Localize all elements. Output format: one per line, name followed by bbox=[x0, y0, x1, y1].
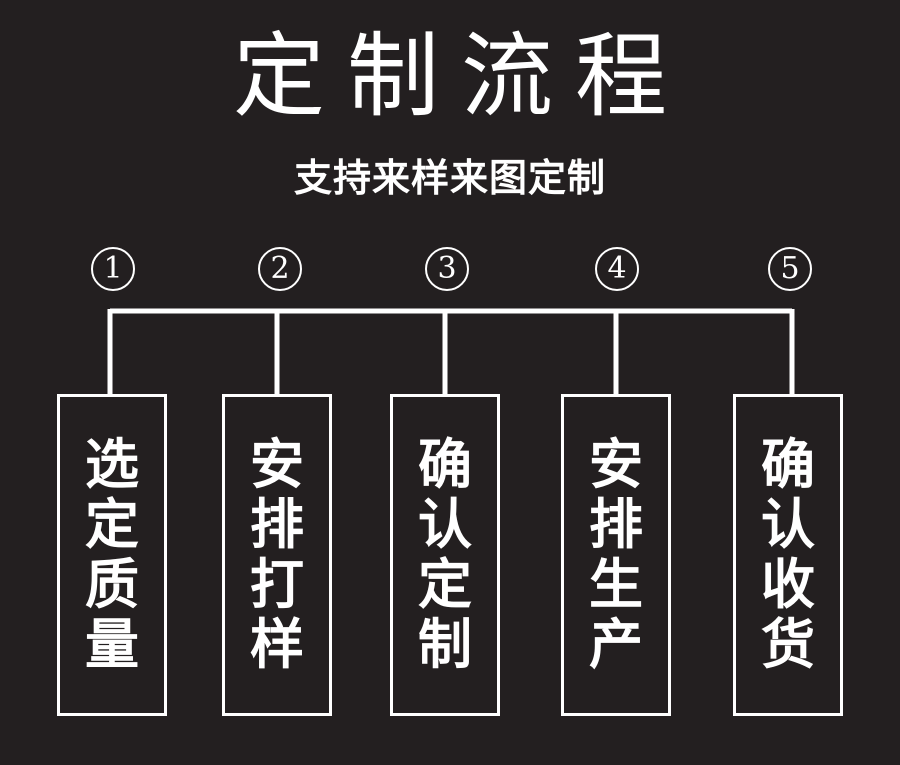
step-label-1: 选定质量 bbox=[85, 433, 139, 676]
step-number-4: 4 bbox=[595, 247, 639, 291]
step-box-2: 安排打样 bbox=[222, 394, 332, 716]
step-box-3: 确认定制 bbox=[390, 394, 500, 716]
step-label-3: 确认定制 bbox=[418, 433, 472, 676]
step-box-5: 确认收货 bbox=[733, 394, 843, 716]
step-box-1: 选定质量 bbox=[57, 394, 167, 716]
step-number-3: 3 bbox=[425, 247, 469, 291]
step-number-1: 1 bbox=[91, 247, 135, 291]
step-label-2: 安排打样 bbox=[250, 433, 304, 676]
step-label-5: 确认收货 bbox=[761, 433, 815, 676]
page-title: 定制流程 bbox=[232, 23, 689, 130]
step-number-5: 5 bbox=[768, 247, 812, 291]
page-subtitle: 支持来样来图定制 bbox=[293, 156, 606, 200]
step-box-4: 安排生产 bbox=[561, 394, 671, 716]
step-number-2: 2 bbox=[258, 247, 302, 291]
step-label-4: 安排生产 bbox=[589, 433, 643, 676]
